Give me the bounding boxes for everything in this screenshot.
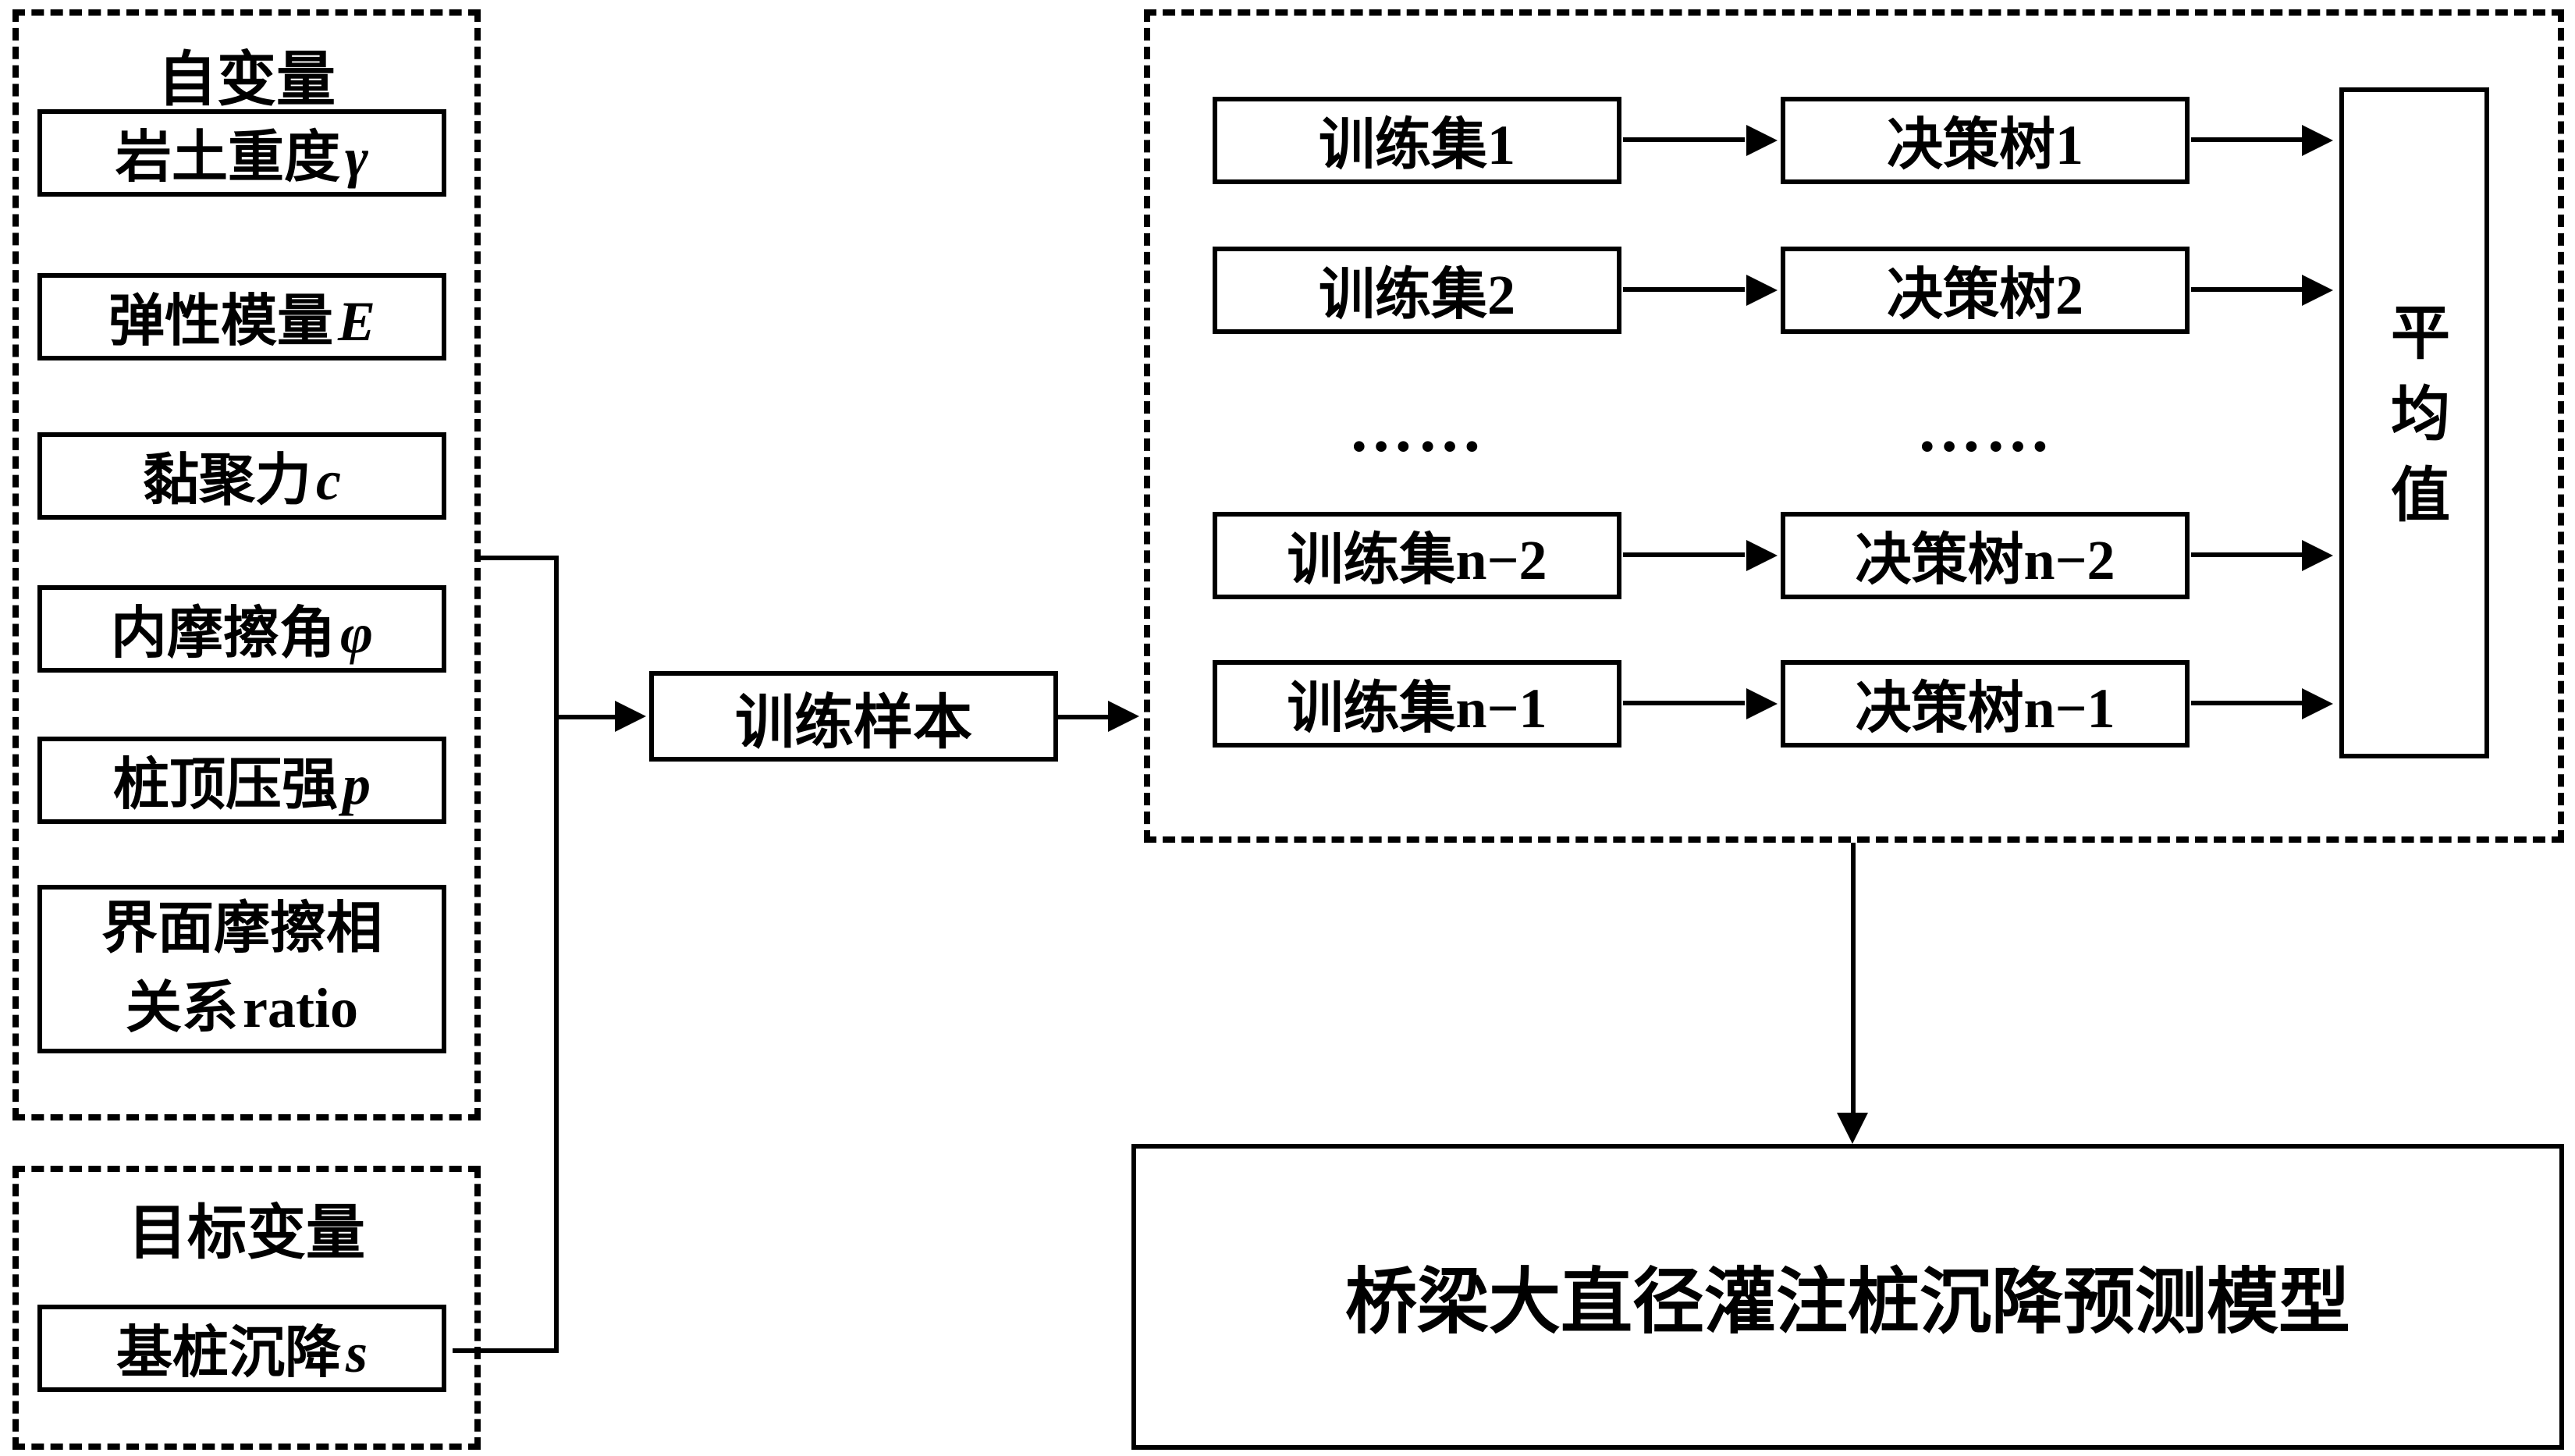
average-value-label: 平均值 xyxy=(2381,301,2446,545)
variable-label: 黏聚力 xyxy=(143,449,312,512)
variable-symbol: φ xyxy=(339,602,374,665)
connector-treen1-average xyxy=(2191,701,2303,705)
variable-symbol: s xyxy=(346,1322,368,1384)
variable-label: 岩土重度 xyxy=(115,126,341,189)
variable-label: 基桩沉降 xyxy=(115,1322,341,1384)
connector-to-training-samples xyxy=(559,715,615,719)
decision-tree-box-n-1: 决策树n−1 xyxy=(1781,660,2190,748)
variable-symbol: p xyxy=(343,754,371,816)
arrowhead-trainset1-tree1 xyxy=(1746,125,1778,156)
random-forest-group xyxy=(1144,9,2564,843)
connector-trainsetn2-treen2 xyxy=(1623,552,1745,557)
training-samples-box: 训练样本 xyxy=(649,671,1058,762)
arrowhead-tree1-average xyxy=(2302,125,2333,156)
train-set-label: 训练集n−1 xyxy=(1287,677,1547,740)
connector-treen2-average xyxy=(2191,552,2303,557)
variable-symbol: ratio xyxy=(243,977,358,1039)
connector-training-to-forest xyxy=(1058,715,1111,719)
connector-trainset2-tree2 xyxy=(1623,287,1745,292)
ellipsis-tree-column: …… xyxy=(1916,395,2054,467)
decision-tree-box-n-2: 决策树n−2 xyxy=(1781,512,2190,599)
arrowhead-trainsetn1-treen1 xyxy=(1746,688,1778,719)
connector-trainsetn1-treen1 xyxy=(1623,701,1745,705)
train-set-box-1: 训练集1 xyxy=(1213,97,1621,184)
train-set-label: 训练集2 xyxy=(1318,264,1515,326)
target-variable-group: 目标变量 xyxy=(12,1166,481,1450)
independent-variables-group: 自变量 xyxy=(12,9,481,1120)
train-set-box-2: 训练集2 xyxy=(1213,247,1621,334)
output-model-label: 桥梁大直径灌注桩沉降预测模型 xyxy=(1345,1262,2350,1342)
arrowhead-trainsetn2-treen2 xyxy=(1746,540,1778,571)
connector-trainset1-tree1 xyxy=(1623,137,1745,142)
train-set-box-n-2: 训练集n−2 xyxy=(1213,512,1621,599)
variable-label: 桩顶压强 xyxy=(112,754,338,816)
arrowhead-training-to-forest xyxy=(1108,701,1139,732)
output-model-box: 桥梁大直径灌注桩沉降预测模型 xyxy=(1131,1144,2564,1450)
arrowhead-treen2-average xyxy=(2302,540,2333,571)
connector-target-stub xyxy=(453,1348,554,1353)
arrowhead-tree2-average xyxy=(2302,275,2333,306)
connector-tree2-average xyxy=(2191,287,2303,292)
arrowhead-trainset2-tree2 xyxy=(1746,275,1778,306)
decision-tree-label: 决策树n−1 xyxy=(1855,677,2115,740)
average-value-box: 平均值 xyxy=(2339,87,2489,758)
variable-label: 弹性模量 xyxy=(108,290,333,353)
decision-tree-box-1: 决策树1 xyxy=(1781,97,2190,184)
connector-tree1-average xyxy=(2191,137,2303,142)
decision-tree-label: 决策树n−2 xyxy=(1855,529,2115,591)
connector-forest-to-model xyxy=(1851,843,1856,1114)
train-set-label: 训练集1 xyxy=(1318,114,1515,176)
train-set-box-n-1: 训练集n−1 xyxy=(1213,660,1621,748)
arrowhead-treen1-average xyxy=(2302,688,2333,719)
decision-tree-label: 决策树2 xyxy=(1886,264,2083,326)
arrowhead-forest-to-model xyxy=(1837,1113,1868,1144)
connector-independent-stub xyxy=(481,556,559,560)
variable-symbol: c xyxy=(316,449,341,512)
decision-tree-box-2: 决策树2 xyxy=(1781,247,2190,334)
ellipsis-train-column: …… xyxy=(1348,395,1486,467)
independent-group-title: 自变量 xyxy=(157,48,336,114)
variable-label: 内摩擦角 xyxy=(110,602,336,665)
training-samples-label: 训练样本 xyxy=(734,691,972,756)
train-set-label: 训练集n−2 xyxy=(1287,529,1547,591)
variable-symbol: E xyxy=(338,290,376,353)
variable-label: 界面摩擦相 关系 xyxy=(101,897,382,1039)
connector-bracket-vertical xyxy=(554,556,559,1353)
target-group-title: 目标变量 xyxy=(127,1202,365,1267)
variable-symbol: γ xyxy=(345,126,368,189)
arrowhead-to-training-samples xyxy=(615,701,646,732)
decision-tree-label: 决策树1 xyxy=(1886,114,2083,176)
